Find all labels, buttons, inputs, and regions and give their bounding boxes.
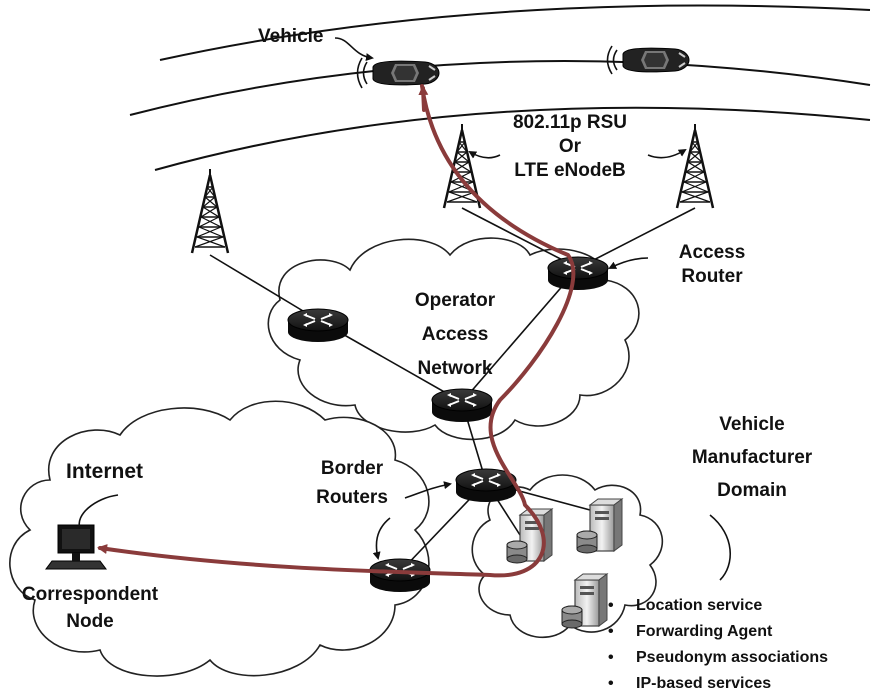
router-icon [287, 308, 349, 343]
router-icon [431, 388, 493, 423]
border-routers-label-line-2: Routers [316, 487, 388, 508]
svg-text:•: • [608, 649, 614, 666]
car-icon [622, 47, 690, 73]
internet-label: Internet [66, 460, 143, 483]
access-router-label-line-2: Router [681, 266, 743, 287]
access-router-label-line-1: Access [679, 242, 746, 263]
operator-access-network-cloud [267, 237, 640, 441]
svg-text:•: • [608, 675, 614, 692]
computer-icon [45, 524, 107, 570]
car-signal-waves [356, 45, 618, 89]
router-icon [547, 256, 609, 291]
correspondent-node-label-line-1: Correspondent [22, 584, 159, 605]
antenna-tower-icon [190, 167, 230, 255]
operator-label-line-1: Operator [415, 290, 496, 311]
rsu-label-line-2: Or [559, 136, 582, 157]
data-flow-path [97, 84, 576, 578]
car-icon [372, 60, 440, 86]
rsu-label-line-1: 802.11p RSU [513, 112, 627, 133]
operator-label-line-3: Network [418, 358, 493, 379]
annotation-arrows [78, 37, 731, 581]
service-item: Forwarding Agent [636, 623, 773, 640]
vehicle-label: Vehicle [258, 26, 324, 47]
internet-cloud [9, 400, 430, 677]
vmd-label-line-2: Manufacturer [692, 447, 813, 468]
svg-text:•: • [608, 623, 614, 640]
service-item: IP-based services [636, 675, 771, 692]
operator-label-line-2: Access [422, 324, 489, 345]
border-routers-label-line-1: Border [321, 458, 384, 479]
correspondent-node-label-line-2: Node [66, 611, 114, 632]
service-item: Location service [636, 597, 762, 614]
router-icon [369, 558, 431, 593]
road [129, 4, 871, 171]
rsu-label-line-3: LTE eNodeB [514, 160, 626, 181]
antenna-tower-icon [675, 122, 715, 210]
data-flow-arrow-up [418, 85, 429, 112]
services-list: • Location service • Forwarding Agent • … [608, 597, 828, 692]
service-item: Pseudonym associations [636, 649, 828, 666]
svg-text:•: • [608, 597, 614, 614]
vmd-label-line-1: Vehicle [719, 414, 785, 435]
vmd-label-line-3: Domain [717, 480, 787, 501]
